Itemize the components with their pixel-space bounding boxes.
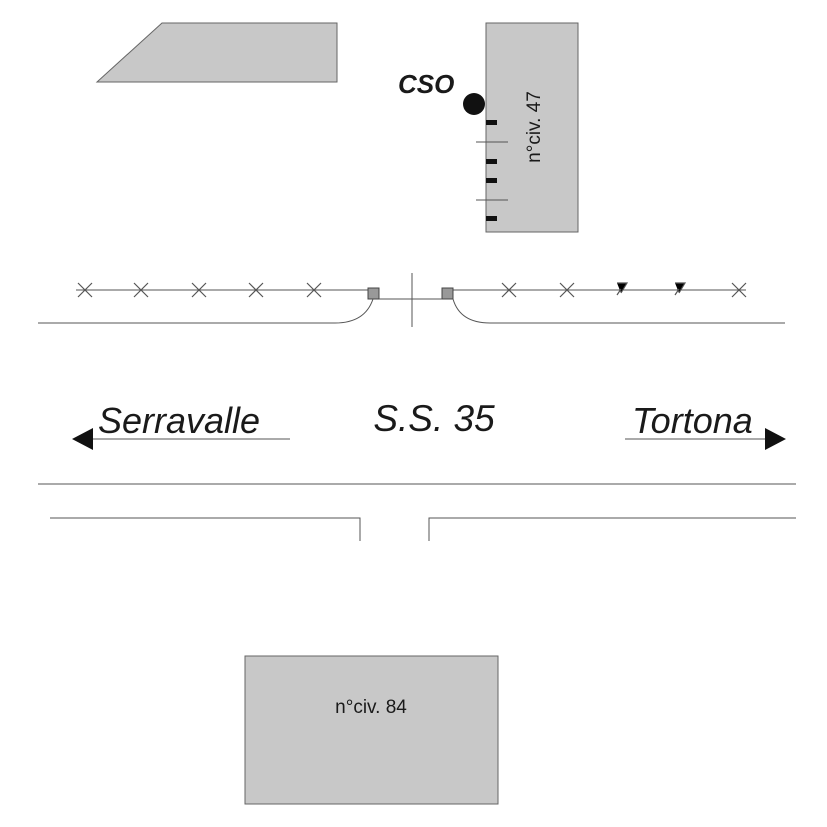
road-edge-north-left bbox=[38, 298, 374, 324]
building-civ-47-label: n°civ. 47 bbox=[524, 91, 545, 163]
arrow-left-icon bbox=[72, 428, 93, 450]
gate-post-right bbox=[441, 287, 454, 300]
road-label: S.S. 35 bbox=[373, 398, 495, 439]
road-edge-north-right bbox=[452, 298, 785, 324]
direction-label-right: Tortona bbox=[632, 400, 753, 441]
wall-crosslines bbox=[476, 141, 508, 201]
side-road-left bbox=[50, 517, 361, 541]
building-civ-84 bbox=[244, 655, 499, 805]
arrow-right-icon bbox=[765, 428, 786, 450]
cso-label: CSO bbox=[398, 69, 454, 99]
wall-ticks bbox=[486, 120, 497, 221]
gate-post-left bbox=[367, 287, 380, 300]
fence-markers-left bbox=[77, 282, 322, 298]
fence-markers-right bbox=[501, 282, 747, 298]
side-road-right bbox=[428, 517, 796, 541]
building-civ-84-label: n°civ. 84 bbox=[335, 697, 407, 718]
cso-marker bbox=[463, 93, 485, 115]
building-civ-47 bbox=[485, 22, 579, 233]
direction-label-left: Serravalle bbox=[98, 400, 260, 441]
building-top-left bbox=[95, 22, 338, 83]
